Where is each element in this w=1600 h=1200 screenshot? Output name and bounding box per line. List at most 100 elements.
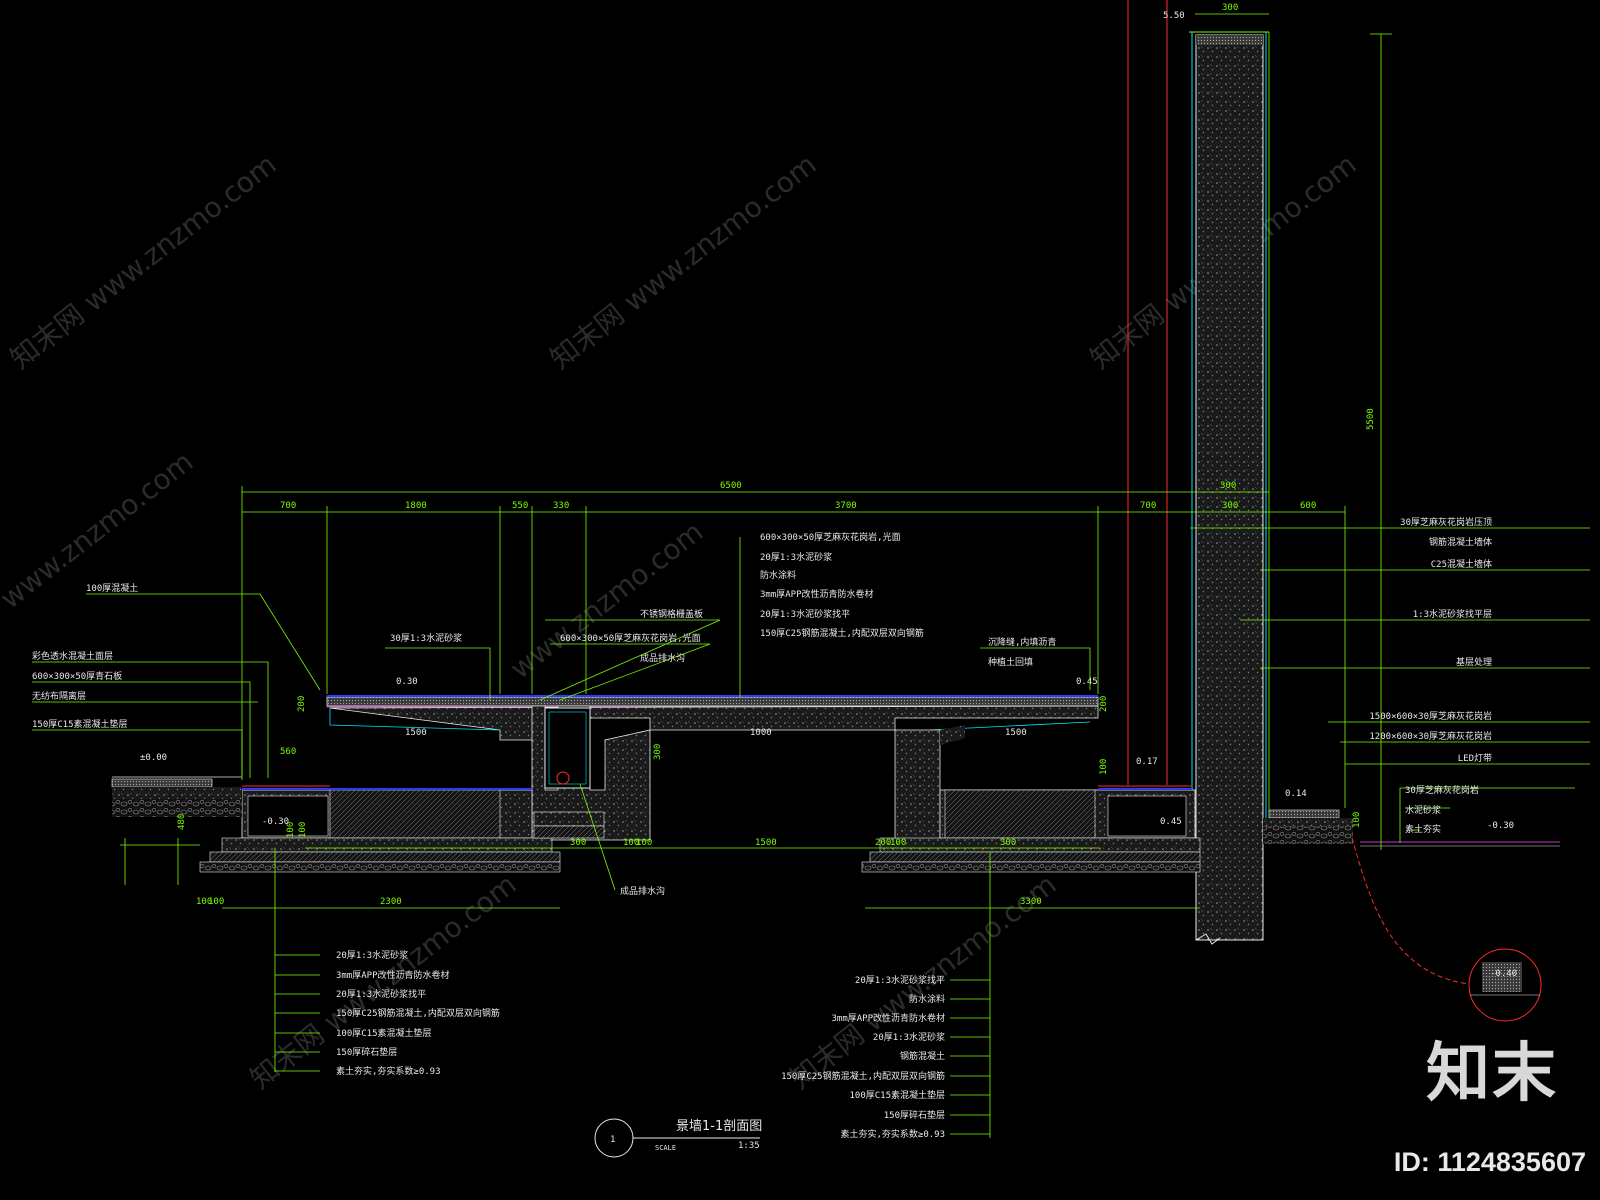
dim-chain: 300	[1222, 501, 1238, 511]
callout-bottom-left: 20厚1:3水泥砂浆	[336, 949, 408, 961]
callout-right: 1:3水泥砂浆找平层	[1413, 608, 1492, 620]
section-title: 景墙1-1剖面图	[676, 1119, 762, 1134]
support-columns	[531, 705, 965, 841]
section-number: 1	[610, 1135, 615, 1145]
callout-bottom-right: 3mm厚APP改性沥青防水卷材	[831, 1012, 945, 1024]
level-mark: 0.17	[1136, 757, 1158, 767]
detail-callout	[1351, 837, 1542, 1022]
callout-mid: 成品排水沟	[640, 652, 685, 664]
callout-mid: 种植土回填	[988, 656, 1033, 668]
callout-top: 20厚1:3水泥砂浆	[760, 551, 832, 563]
dimension-lines	[124, 13, 1392, 909]
brand-logo: 知末	[1426, 1037, 1558, 1111]
dim-chain: 1500	[755, 838, 777, 848]
callout-bottom-left: 100厚C15素混凝土垫层	[336, 1027, 432, 1039]
scale-value: 1:35	[738, 1141, 760, 1151]
level-mark: -0.40	[1490, 969, 1517, 979]
callout-left: 150厚C15素混凝土垫层	[32, 718, 128, 730]
right-paving	[1263, 809, 1560, 847]
callout-bottom-right: 150厚碎石垫层	[884, 1109, 945, 1121]
leader-lines	[32, 527, 1590, 1138]
dim-chain: 100	[208, 897, 224, 907]
level-mark: 0.30	[396, 677, 418, 687]
dim-chain: 200	[875, 838, 891, 848]
dim-vert: 200	[297, 696, 307, 712]
callout-labels: 100厚混凝土 彩色透水混凝土面层 600×300×50厚青石板 无纺布隔离层 …	[32, 516, 1492, 897]
callout-right-low: 素土夯实	[1405, 823, 1441, 835]
left-paving	[111, 776, 242, 817]
dim-vert: 100	[1352, 812, 1362, 828]
level-mark: -0.30	[1487, 821, 1514, 831]
callout-bottom-right: 20厚1:3水泥砂浆找平	[855, 974, 945, 986]
dim-bottom-right: 3300	[1020, 897, 1042, 907]
callout-top: 600×300×50厚芝麻灰花岗岩,光面	[760, 531, 901, 543]
brand-id: ID: 1124835607	[1393, 1147, 1586, 1177]
dim-vert: 200	[1099, 696, 1109, 712]
dim-inner: 1500	[1005, 728, 1027, 738]
watermark: 知末网 www.znzmo.com	[4, 148, 283, 376]
callout-left: 100厚混凝土	[86, 582, 138, 594]
callout-bottom-right: 防水涂料	[909, 993, 945, 1005]
callout-mid: 沉降缝,内填沥青	[988, 636, 1056, 648]
watermark-layer: 知末网 www.znzmo.com 知末网 www.znzmo.com 知末网 …	[0, 148, 1363, 1096]
level-mark: 0.14	[1285, 789, 1307, 799]
dim-chain: 300	[1220, 481, 1236, 491]
callout-bottom-right: 150厚C25钢筋混凝土,内配双层双向钢筋	[781, 1070, 945, 1082]
callout-bottom-right: 100厚C15素混凝土垫层	[849, 1089, 945, 1101]
dim-inner: 1500	[405, 728, 427, 738]
drain-pipe-icon	[556, 771, 570, 785]
dim-chain: 100	[636, 838, 652, 848]
bottom-right-callouts: 20厚1:3水泥砂浆找平 防水涂料 3mm厚APP改性沥青防水卷材 20厚1:3…	[781, 974, 990, 1140]
callout-left: 600×300×50厚青石板	[32, 670, 122, 682]
dim-vert: 560	[280, 747, 296, 757]
dim-vert: 480	[177, 814, 187, 830]
dimension-labels: 6500 700 1800 550 330 3700 700 300 300 6…	[177, 3, 1376, 907]
dim-wall-width: 300	[1222, 3, 1238, 13]
bottom-left-callouts: 20厚1:3水泥砂浆 3mm厚APP改性沥青防水卷材 20厚1:3水泥砂浆找平 …	[275, 949, 500, 1077]
callout-top: 150厚C25钢筋混凝土,内配双层双向钢筋	[760, 627, 924, 639]
callout-mid: 600×300×50厚芝麻灰花岗岩,光面	[560, 632, 701, 644]
callout-right: 1500×600×30厚芝麻灰花岗岩	[1369, 710, 1492, 722]
dim-chain: 1800	[405, 501, 427, 511]
callout-right-low: 水泥砂浆	[1405, 804, 1441, 816]
callout-top: 防水涂料	[760, 569, 796, 581]
dim-chain: 300	[1000, 838, 1016, 848]
callout-bottom-left: 3mm厚APP改性沥青防水卷材	[336, 969, 450, 981]
callout-left: 无纺布隔离层	[32, 690, 86, 702]
dim-chain: 700	[1140, 501, 1156, 511]
dim-wall-height: 5500	[1366, 408, 1376, 430]
callout-right: 30厚芝麻灰花岗岩压顶	[1400, 516, 1492, 528]
dim-chain: 100	[196, 897, 212, 907]
feature-wall	[1189, 31, 1270, 945]
level-mark: 0.45	[1160, 817, 1182, 827]
callout-mid: 30厚1:3水泥砂浆	[390, 632, 462, 644]
callout-right: 基层处理	[1456, 656, 1492, 668]
callout-drain: 成品排水沟	[620, 885, 665, 897]
dim-vert: 100	[1099, 759, 1109, 775]
dim-chain: 300	[570, 838, 586, 848]
callout-left: 彩色透水混凝土面层	[32, 650, 113, 662]
dim-bottom-left: 2300	[380, 897, 402, 907]
callout-right: C25混凝土墙体	[1431, 558, 1492, 570]
callout-bottom-left: 20厚1:3水泥砂浆找平	[336, 988, 426, 1000]
callout-bottom-left: 150厚碎石垫层	[336, 1046, 397, 1058]
callout-bottom-left: 素土夯实,夯实系数≥0.93	[336, 1065, 441, 1077]
dim-chain: 330	[553, 501, 569, 511]
dim-vert: 300	[653, 744, 663, 760]
dim-inner: 1000	[750, 728, 772, 738]
level-mark: ±0.00	[140, 753, 167, 763]
callout-right-low: 30厚芝麻灰花岗岩	[1405, 784, 1479, 796]
level-mark: 0.45	[1076, 677, 1098, 687]
callout-right: 1200×600×30厚芝麻灰花岗岩	[1369, 730, 1492, 742]
callout-bottom-right: 钢筋混凝土	[900, 1050, 945, 1062]
foundations	[199, 811, 1201, 873]
dim-wall-top: 5.50	[1163, 11, 1185, 21]
dim-total: 6500	[720, 481, 742, 491]
dim-chain: 700	[280, 501, 296, 511]
callout-bottom-left: 150厚C25钢筋混凝土,内配双层双向钢筋	[336, 1007, 500, 1019]
callout-top: 3mm厚APP改性沥青防水卷材	[760, 588, 874, 600]
scale-label: SCALE	[655, 1144, 676, 1152]
dim-chain: 100	[623, 838, 639, 848]
callout-right: 钢筋混凝土墙体	[1429, 536, 1492, 548]
